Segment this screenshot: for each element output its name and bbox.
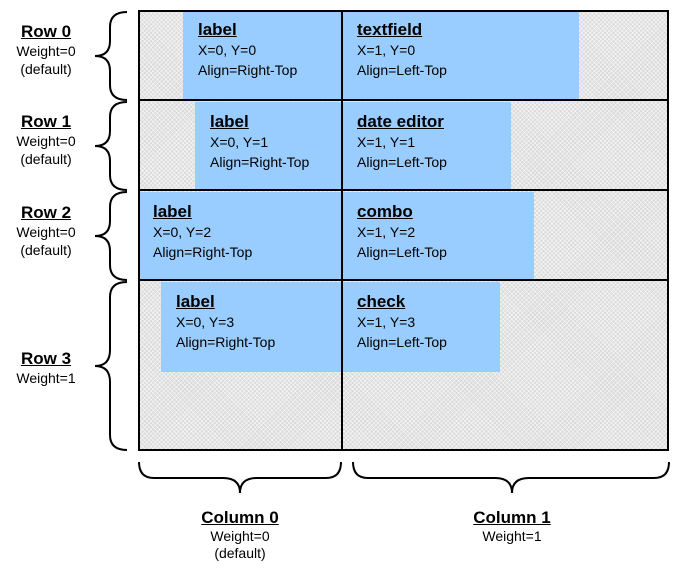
row-title: Row 1 [20, 112, 72, 131]
column-weight: Weight=1 [482, 528, 542, 544]
widget-area-check [343, 282, 500, 372]
position-text: X=0, Y=0 [198, 42, 257, 58]
row-note: (default) [20, 151, 72, 167]
cell-0-0: label X=0, Y=0 Align=Right-Top [198, 20, 297, 80]
cell-1-0: textfield X=1, Y=0 Align=Left-Top [357, 20, 447, 80]
cell-0-3: label X=0, Y=3 Align=Right-Top [176, 292, 275, 352]
row-weight: Weight=0 [16, 224, 76, 240]
widget-area-label-2 [140, 192, 341, 280]
column-divider [341, 10, 343, 451]
align-text: Align=Right-Top [210, 154, 310, 170]
widget-name: textfield [357, 20, 423, 39]
row-note: (default) [20, 242, 72, 258]
widget-name: date editor [357, 112, 444, 131]
row-note: (default) [20, 61, 72, 77]
position-text: X=1, Y=1 [357, 134, 416, 150]
row-divider-1 [138, 99, 669, 101]
row-divider-3 [138, 279, 669, 281]
row-weight: Weight=0 [16, 133, 76, 149]
row-weight: Weight=0 [16, 43, 76, 59]
cell-0-2: label X=0, Y=2 Align=Right-Top [153, 202, 252, 262]
grid-frame [138, 10, 669, 451]
row-0-label: Row 0 Weight=0 (default) [0, 22, 96, 78]
widget-name: label [176, 292, 215, 311]
position-text: X=0, Y=2 [153, 224, 212, 240]
position-text: X=0, Y=1 [210, 134, 269, 150]
position-text: X=1, Y=2 [357, 224, 416, 240]
position-text: X=1, Y=3 [357, 314, 416, 330]
widget-name: label [153, 202, 192, 221]
widget-name: label [210, 112, 249, 131]
widget-name: label [198, 20, 237, 39]
widget-area-combo [343, 192, 534, 280]
widget-area-textfield [343, 12, 579, 100]
row-2-label: Row 2 Weight=0 (default) [0, 203, 96, 259]
row-divider-2 [138, 189, 669, 191]
row-3-brace [94, 281, 128, 451]
cell-1-2: combo X=1, Y=2 Align=Left-Top [357, 202, 447, 262]
row-2-brace [94, 191, 128, 281]
align-text: Align=Left-Top [357, 334, 447, 350]
align-text: Align=Right-Top [176, 334, 276, 350]
widget-area-date-editor [343, 102, 511, 190]
widget-area-label-1 [195, 102, 341, 190]
row-title: Row 0 [20, 22, 72, 41]
widget-area-label-3 [161, 282, 341, 372]
align-text: Align=Left-Top [357, 62, 447, 78]
position-text: X=1, Y=0 [357, 42, 416, 58]
row-3-label: Row 3 Weight=1 [0, 349, 96, 387]
align-text: Align=Left-Top [357, 244, 447, 260]
column-0-brace [138, 461, 342, 494]
column-title: Column 1 [473, 508, 551, 527]
cell-1-3: check X=1, Y=3 Align=Left-Top [357, 292, 447, 352]
row-title: Row 3 [20, 349, 72, 368]
row-weight: Weight=1 [16, 370, 76, 386]
row-0-brace [94, 11, 128, 101]
align-text: Align=Right-Top [153, 244, 253, 260]
widget-area-label-0 [183, 12, 341, 100]
column-1-brace [352, 461, 670, 494]
align-text: Align=Right-Top [198, 62, 298, 78]
column-note: (default) [214, 545, 266, 561]
column-title: Column 0 [201, 508, 279, 527]
cell-1-1: date editor X=1, Y=1 Align=Left-Top [357, 112, 447, 172]
column-0-label: Column 0 Weight=0 (default) [170, 508, 310, 562]
row-1-label: Row 1 Weight=0 (default) [0, 112, 96, 168]
row-1-brace [94, 101, 128, 191]
widget-name: check [357, 292, 406, 311]
align-text: Align=Left-Top [357, 154, 447, 170]
cell-0-1: label X=0, Y=1 Align=Right-Top [210, 112, 309, 172]
column-1-label: Column 1 Weight=1 [442, 508, 582, 545]
column-weight: Weight=0 [210, 528, 270, 544]
position-text: X=0, Y=3 [176, 314, 235, 330]
widget-name: combo [357, 202, 413, 221]
row-title: Row 2 [20, 203, 72, 222]
